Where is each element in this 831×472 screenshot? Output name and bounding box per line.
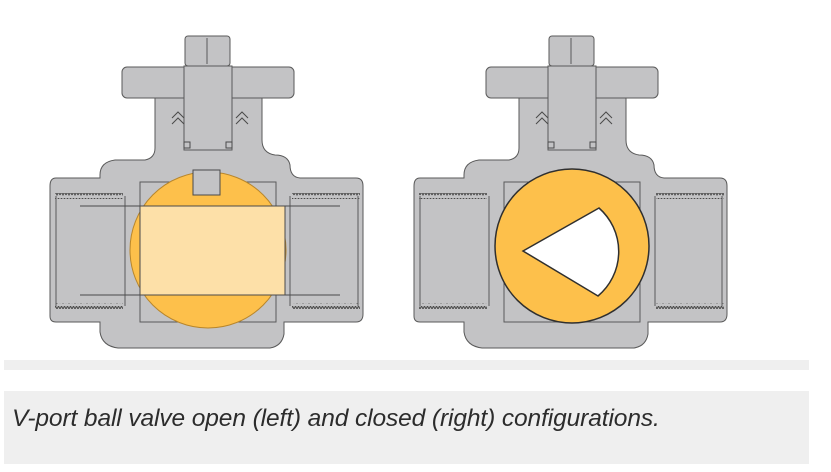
separator-band	[4, 360, 809, 370]
valve-open-left	[49, 35, 364, 349]
valve-diagram	[49, 35, 728, 349]
valve-closed-right	[413, 35, 728, 349]
caption-box: V-port ball valve open (left) and closed…	[4, 391, 809, 464]
figure-caption: V-port ball valve open (left) and closed…	[12, 405, 660, 432]
